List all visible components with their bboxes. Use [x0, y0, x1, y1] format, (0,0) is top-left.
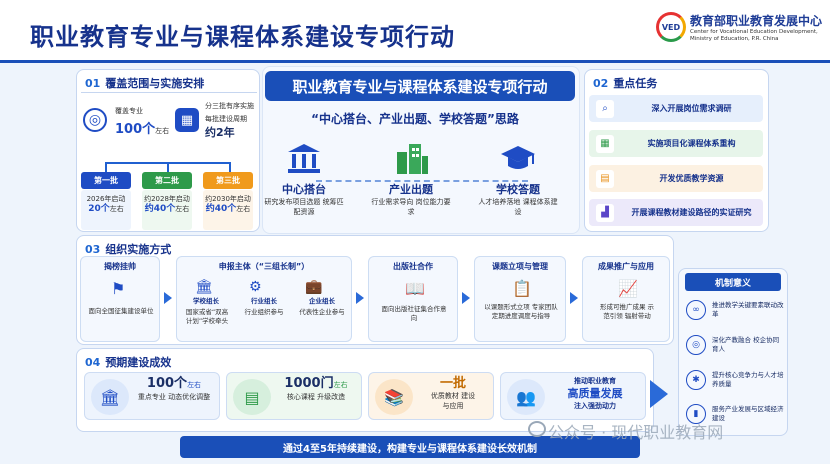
gear-icon: ✱: [686, 369, 706, 390]
target-icon: ◎: [686, 334, 706, 355]
institution-icon: 🏛: [91, 379, 129, 415]
card-promote: 成果推广与应用 📈 形成可推广成果 示范引领 辐射带动: [582, 256, 670, 342]
flow-arrow: [462, 292, 470, 304]
task-3: ▤开发优质教学资源: [589, 165, 763, 192]
wechat-icon: [528, 421, 546, 437]
target-icon: ◎: [83, 108, 107, 132]
outcome-2: ▤ 1000门左右核心课程 升级改造: [226, 372, 362, 420]
enterprise-icon: 💼: [305, 279, 323, 295]
document-icon: ▤: [596, 169, 614, 188]
growth-chart-icon: 📈: [618, 279, 638, 298]
batch-3: 第三批: [203, 172, 253, 189]
header-rule: [0, 60, 830, 63]
org-name: 教育部职业教育发展中心: [690, 14, 823, 28]
card-bang: 揭榜挂帅 ⚑ 面向全国征集建设单位: [80, 256, 160, 342]
phase-line2: 每批建设周期: [205, 115, 247, 123]
batch-1: 第一批: [81, 172, 131, 189]
ved-logo: VED: [656, 12, 686, 42]
flow-arrow: [164, 292, 172, 304]
school-icon: 🏛: [195, 279, 213, 295]
outcome-1: 🏛 100个左右重点专业 动态优化调整: [84, 372, 220, 420]
batch-3-detail: 约2030年启动约40个左右: [205, 195, 251, 214]
task-2: ▦实施项目化课程体系重构: [589, 130, 763, 157]
task-4: ▟开展课程教材建设路径的实证研究: [589, 199, 763, 226]
card-apply: 申报主体（“三组长制”） 🏛 ⚙ 💼 学校组长 行业组长 企业组长 国家或省“双…: [176, 256, 352, 342]
books-icon: 📚: [375, 379, 413, 415]
task-1: ⌕深入开展岗位需求调研: [589, 95, 763, 122]
industry-icon: ⚙: [249, 279, 262, 295]
meaning-title: 机制意义: [685, 273, 781, 291]
hub-connector: [316, 180, 528, 182]
flag-icon: ⚑: [111, 279, 126, 298]
outcome-3: 📚 一批优质教材 建设与应用: [368, 372, 494, 420]
footer-banner: 通过4至5年持续建设，构建专业与课程体系建设长效机制: [180, 436, 640, 458]
phase-line1: 分三批有序实施: [205, 102, 254, 110]
batch-2: 第二批: [142, 172, 192, 189]
coverage-unit: 左右: [155, 127, 170, 135]
center-slogan: “中心搭台、产业出题、学校答题”思路: [311, 112, 519, 126]
watermark: 公众号 · 现代职业教育网: [548, 423, 724, 442]
big-arrow: [650, 380, 668, 408]
outcome-4: 👥 推动职业教育高质量发展注入强劲动力: [500, 372, 646, 420]
search-icon: ⌕: [596, 99, 614, 118]
meaning-item: ∞推进教学关键要素联动改革: [682, 293, 784, 326]
phase-value: 约2年: [205, 126, 235, 139]
grid-icon: ▦: [596, 134, 614, 153]
people-icon: 👥: [507, 379, 545, 415]
link-icon: ∞: [686, 299, 706, 320]
clipboard-icon: 📋: [512, 279, 532, 298]
hub-3-name: 学校答题: [496, 183, 540, 196]
card-publish: 出版社合作 📖 面向出版社征集合作意向: [368, 256, 458, 342]
graduation-cap-icon: [496, 140, 540, 176]
buildings-icon: [389, 140, 433, 176]
card-project: 课题立项与管理 📋 以课题形式立项 专家团队定期进度调度与指导: [474, 256, 566, 342]
hub-2-name: 产业出题: [389, 183, 433, 196]
document-icon: ▤: [233, 379, 271, 415]
flow-arrow: [570, 292, 578, 304]
center-banner: 职业教育专业与课程体系建设专项行动: [265, 71, 575, 101]
chart-icon: ▟: [596, 203, 614, 222]
meaning-item: ▮服务产业发展与区域经济建设: [682, 397, 784, 430]
batch-2-detail: 约2028年启动约40个左右: [144, 195, 190, 214]
meaning-item: ◎深化产教融合 校企协同育人: [682, 328, 784, 361]
org-name-en: Center for Vocational Education Developm…: [690, 29, 818, 42]
hub-1-desc: 研究发布项目选题 统筹匹配资源: [264, 198, 344, 216]
page-title: 职业教育专业与课程体系建设专项行动: [30, 23, 455, 51]
hub-2-desc: 行业需求导向 岗位能力要求: [371, 198, 451, 216]
coverage-label: 覆盖专业: [115, 107, 143, 115]
bar-chart-icon: ▮: [686, 403, 706, 424]
coverage-value: 100个: [115, 122, 156, 137]
book-icon: 📖: [405, 279, 425, 298]
flow-arrow: [356, 292, 364, 304]
calendar-icon: ▦: [175, 108, 199, 132]
hub-3-desc: 人才培养落地 课程体系建设: [478, 198, 558, 216]
institution-icon: [282, 140, 326, 176]
header: 职业教育专业与课程体系建设专项行动 VED 教育部职业教育发展中心 Center…: [0, 0, 830, 62]
meaning-item: ✱提升核心竞争力与人才培养质量: [682, 363, 784, 396]
hub-1-name: 中心搭台: [282, 183, 326, 196]
